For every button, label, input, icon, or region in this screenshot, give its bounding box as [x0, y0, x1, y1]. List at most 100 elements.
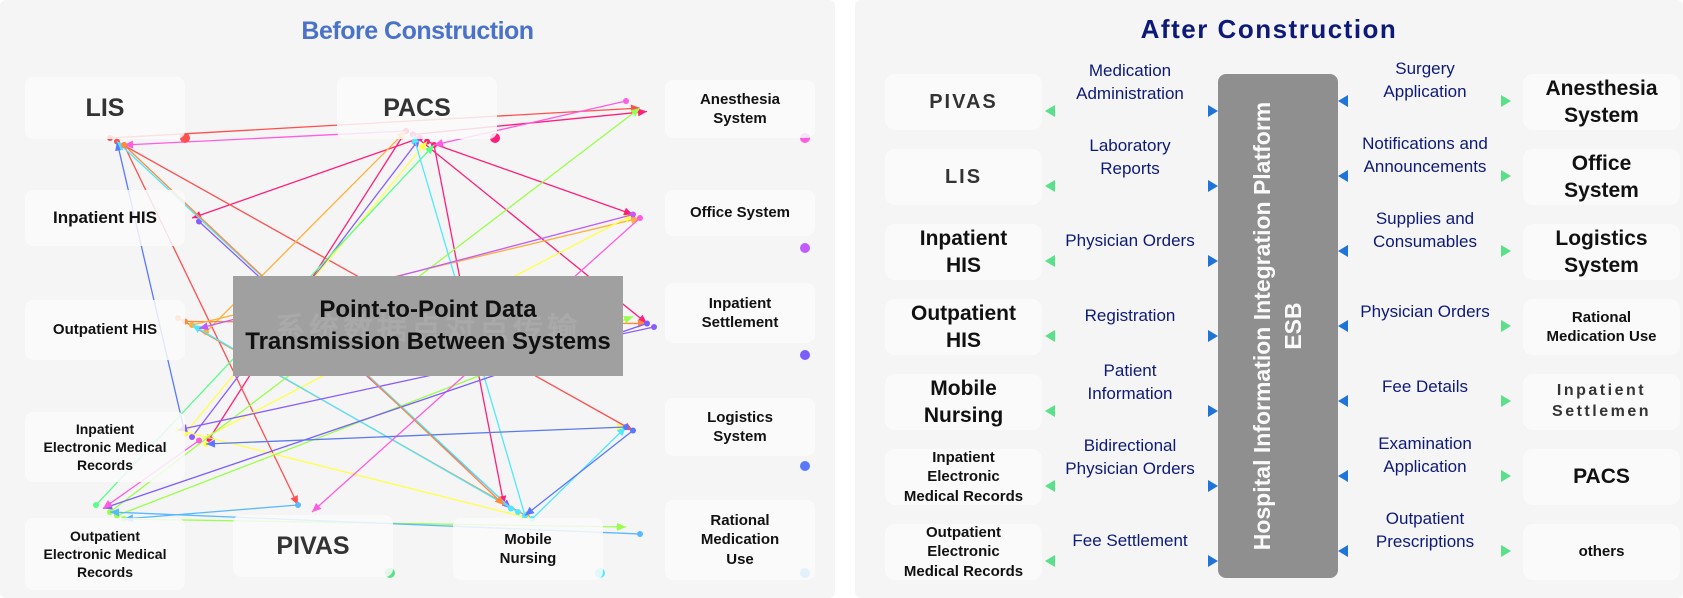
arrowhead-icon	[637, 108, 647, 117]
system-label: PACS	[1573, 465, 1630, 489]
arrowhead-icon	[616, 427, 626, 437]
system-label: Office System	[1564, 151, 1639, 202]
flow-label: Medication Administration	[1076, 61, 1184, 103]
bidirectional-arrow-icon	[1338, 320, 1511, 332]
before-construction-panel: Before Construction LIS PACS Anesthesia …	[0, 0, 835, 598]
system-label: Anesthesia System	[1545, 76, 1658, 127]
connection-origin-dot	[630, 211, 636, 218]
after-left-system: Inpatient HIS	[885, 224, 1042, 280]
hub-dot	[800, 243, 810, 253]
system-label: others	[1578, 543, 1625, 561]
system-label: Rational Medication Use	[1546, 308, 1657, 346]
connection-origin-dot	[515, 509, 521, 515]
bidirectional-arrow-icon	[1338, 245, 1511, 257]
system-label: Mobile Nursing	[923, 376, 1004, 427]
connection-origin-dot	[623, 98, 629, 104]
hub-dot	[800, 461, 810, 471]
hub-dot	[800, 350, 810, 360]
after-right-system: Anesthesia System	[1523, 74, 1680, 130]
arrowhead-icon	[494, 495, 504, 505]
center-watermark: 系统数据点对点传输	[275, 313, 581, 346]
after-right-system: Inpatient Settlemen	[1523, 374, 1680, 430]
bidirectional-arrow-icon	[1045, 255, 1218, 267]
node-pacs: PACS	[337, 77, 497, 139]
after-left-system: LIS	[885, 149, 1042, 205]
bidirectional-arrow-icon	[1045, 180, 1218, 192]
arrowhead-icon	[110, 508, 120, 517]
flow-label: Examination Application	[1378, 434, 1472, 476]
connection-origin-dot	[623, 424, 629, 430]
system-label: Outpatient HIS	[911, 301, 1016, 352]
node-office: Office System	[665, 190, 815, 236]
connection-line	[191, 137, 421, 219]
system-label: LIS	[944, 166, 983, 188]
arrowhead-icon	[616, 522, 626, 531]
flow-label: Laboratory Reports	[1089, 136, 1171, 178]
flow-label: Physician Orders	[1065, 231, 1195, 250]
flow-label: Outpatient Prescriptions	[1375, 509, 1475, 551]
arrowhead-icon	[630, 108, 640, 117]
flow-label: Bidirectional Physician Orders	[1065, 436, 1195, 478]
after-right-system: Logistics System	[1523, 224, 1680, 280]
node-pivas: PIVAS	[233, 515, 393, 577]
bidirectional-arrow-icon	[1338, 545, 1511, 557]
connection-origin-dot	[637, 531, 643, 537]
node-anesthesia: Anesthesia System	[665, 80, 815, 138]
flow-label: Physician Orders	[1360, 302, 1490, 321]
bidirectional-arrow-icon	[1045, 105, 1218, 117]
bidirectional-arrow-icon	[1045, 330, 1218, 342]
bidirectional-arrow-icon	[1338, 470, 1511, 482]
flow-label: Registration	[1084, 306, 1176, 325]
after-left-system: Mobile Nursing	[885, 374, 1042, 430]
esb-platform-bar: Hospital Information Integration Platfor…	[1218, 74, 1338, 578]
arrowhead-icon	[290, 495, 298, 505]
node-mobile-nursing: Mobile Nursing	[453, 518, 603, 580]
point-to-point-label-box: 系统数据点对点传输 Point-to-Point Data Transmissi…	[233, 276, 623, 376]
flow-label: Patient Information	[1087, 361, 1173, 403]
node-rational-medication: Rational Medication Use	[665, 500, 815, 580]
after-title: After Construction	[1140, 14, 1398, 44]
connection-origin-dot	[93, 502, 99, 508]
after-right-system: others	[1523, 524, 1680, 580]
connection-line	[524, 429, 634, 517]
after-left-system: Outpatient Electronic Medical Records	[885, 524, 1042, 580]
arrowhead-icon	[124, 140, 134, 149]
bidirectional-arrow-icon	[1338, 95, 1511, 107]
after-left-system: Inpatient Electronic Medical Records	[885, 449, 1042, 505]
bidirectional-arrow-icon	[1045, 480, 1218, 492]
connection-origin-dot	[295, 502, 301, 508]
system-label: Inpatient Electronic Medical Records	[903, 448, 1024, 505]
connection-origin-dot	[637, 215, 643, 221]
point-to-point-label: Point-to-Point Data Transmission Between…	[245, 295, 611, 355]
bidirectional-arrow-icon	[1045, 555, 1218, 567]
arrowhead-icon	[623, 316, 633, 324]
after-right-system: Rational Medication Use	[1523, 299, 1680, 355]
connection-line	[123, 504, 299, 520]
node-inpatient-his: Inpatient HIS	[25, 190, 185, 246]
arrowhead-icon	[525, 506, 535, 516]
connection-line	[205, 426, 627, 445]
after-construction-panel: After Construction Hospital Information …	[855, 0, 1683, 598]
system-label: Inpatient Settlemen	[1552, 382, 1651, 420]
node-logistics: Logistics System	[665, 398, 815, 456]
after-right-system: PACS	[1523, 449, 1680, 505]
arrowhead-icon	[103, 500, 113, 509]
bidirectional-arrow-icon	[1338, 170, 1511, 182]
bidirectional-arrow-icon	[1045, 405, 1218, 417]
after-left-system: Outpatient HIS	[885, 299, 1042, 355]
connection-origin-dot	[644, 320, 650, 327]
system-label: Inpatient HIS	[919, 226, 1008, 277]
connection-origin-dot	[630, 427, 636, 434]
esb-label: Hospital Information Integration Platfor…	[1248, 101, 1306, 551]
flow-label: Fee Details	[1382, 377, 1468, 396]
connection-origin-dot	[196, 437, 202, 444]
system-label: Outpatient Electronic Medical Records	[903, 523, 1024, 580]
flow-label: Notifications and Announcements	[1362, 134, 1488, 176]
connection-origin-dot	[651, 324, 657, 330]
connection-origin-dot	[121, 142, 127, 148]
connection-line	[426, 140, 634, 216]
after-right-system: Office System	[1523, 149, 1680, 205]
bidirectional-arrow-icon	[1338, 395, 1511, 407]
node-outpatient-his: Outpatient HIS	[25, 300, 185, 360]
system-label: PIVAS	[929, 91, 998, 113]
